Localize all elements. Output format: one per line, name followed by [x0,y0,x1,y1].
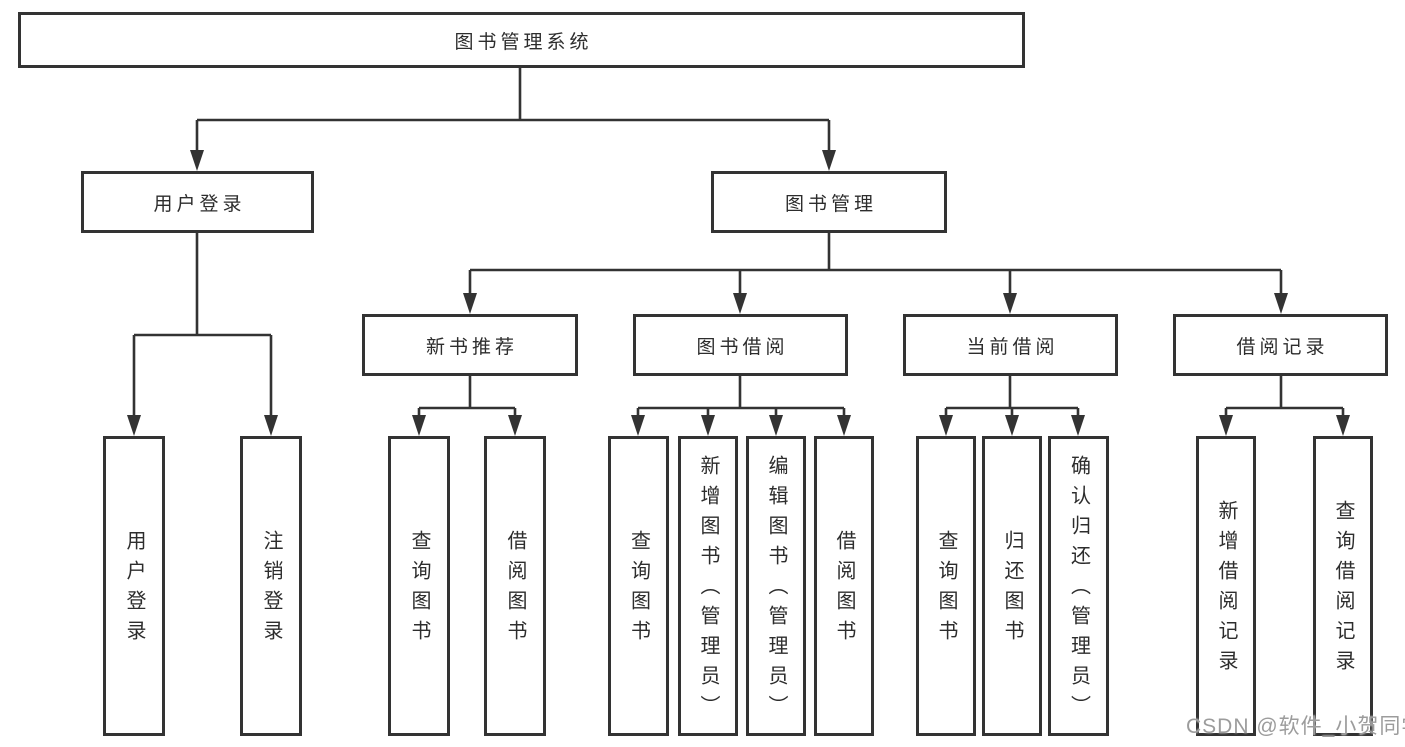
csdn-watermark: CSDN @软件_小贺同学 [1186,715,1405,738]
connector-records-to-children [1219,376,1350,436]
node-label: 用户登录 [153,193,246,215]
node-label: 借阅图书 [504,530,526,650]
node-label: 借阅图书 [833,530,855,650]
node-label: 当前借阅 [966,336,1059,358]
node-label: 用户登录 [123,530,145,650]
leaf-user-login: 用户登录 [103,436,165,736]
leaf-query-books-3: 查询图书 [916,436,976,736]
node-label: 新增借阅记录 [1215,500,1237,680]
leaf-confirm-return-admin: 确认归还（管理员） [1048,436,1109,736]
node-label: 查询图书 [408,530,430,650]
node-label: 图书管理系统 [454,31,593,53]
connector-borrowing-to-children [631,376,851,436]
node-label: 新书推荐 [425,336,518,358]
node-label: 查询图书 [935,530,957,650]
connector-login-to-children [127,233,278,436]
node-new-book-recommend: 新书推荐 [362,314,578,376]
node-book-management-module: 图书管理 [711,171,947,233]
connector-management-to-level3 [463,233,1288,314]
connector-newbook-to-children [412,376,522,436]
leaf-return-books: 归还图书 [982,436,1042,736]
leaf-query-borrow-record: 查询借阅记录 [1313,436,1373,736]
leaf-borrow-books-2: 借阅图书 [814,436,874,736]
node-label: 确认归还（管理员） [1067,455,1090,725]
connector-root-to-level2 [190,68,836,171]
leaf-borrow-books-1: 借阅图书 [484,436,546,736]
node-label: 新增图书（管理员） [697,455,719,725]
node-label: 归还图书 [1001,530,1023,650]
node-label: 查询图书 [627,530,650,650]
node-borrowing-records: 借阅记录 [1173,314,1388,376]
node-label: 图书管理 [784,193,877,215]
leaf-add-books-admin: 新增图书（管理员） [678,436,738,736]
node-label: 查询借阅记录 [1332,500,1354,680]
leaf-logout: 注销登录 [240,436,302,736]
leaf-add-borrow-record: 新增借阅记录 [1196,436,1256,736]
leaf-query-books-1: 查询图书 [388,436,450,736]
node-label: 编辑图书（管理员） [765,455,787,725]
node-user-login-module: 用户登录 [81,171,314,233]
connector-current-to-children [939,376,1085,436]
node-root-system: 图书管理系统 [18,12,1025,68]
node-label: 注销登录 [260,530,282,650]
node-label: 借阅记录 [1236,336,1329,358]
node-label: 图书借阅 [696,336,789,358]
leaf-edit-books-admin: 编辑图书（管理员） [746,436,806,736]
node-book-borrowing: 图书借阅 [633,314,848,376]
leaf-query-books-2: 查询图书 [608,436,669,736]
node-current-borrowing: 当前借阅 [903,314,1118,376]
